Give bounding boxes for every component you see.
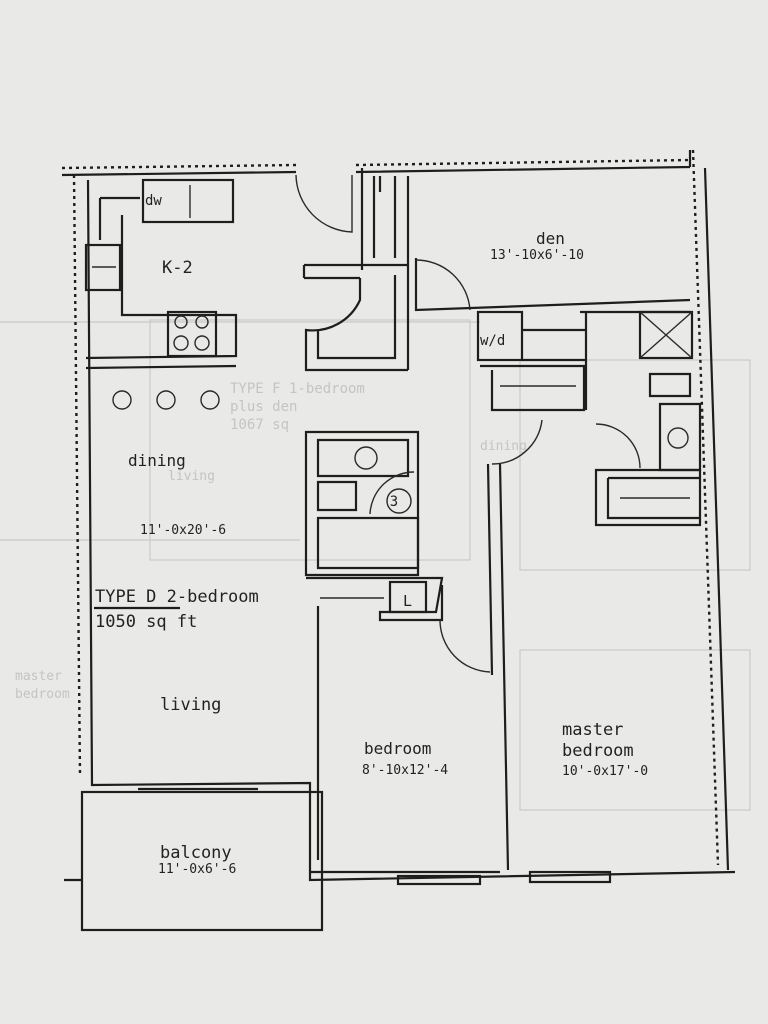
kitchen-label: K-2 bbox=[162, 258, 193, 278]
ghost-text-7: bedroom bbox=[15, 687, 70, 702]
den-label: den bbox=[536, 229, 565, 248]
bath-number: 3 bbox=[390, 494, 398, 510]
entry-closets bbox=[302, 168, 410, 372]
master-label-line2: bedroom bbox=[562, 741, 634, 761]
dining-size: 11'-0x20'-6 bbox=[140, 523, 226, 538]
ghost-text-1: TYPE F 1-bedroom bbox=[230, 381, 365, 397]
exterior-walls bbox=[61, 149, 736, 882]
master-size: 10'-0x17'-0 bbox=[562, 764, 648, 779]
bedroom-label: bedroom bbox=[364, 739, 431, 758]
dishwasher-label: dw bbox=[145, 193, 162, 209]
linen-label: L bbox=[403, 592, 412, 610]
bedroom-size: 8'-10x12'-4 bbox=[362, 763, 448, 778]
master-closet bbox=[594, 423, 702, 527]
ghost-text-4: living bbox=[168, 469, 215, 484]
balcony bbox=[64, 787, 324, 932]
balcony-label: balcony bbox=[160, 843, 232, 863]
kitchen bbox=[84, 174, 353, 410]
unit-type: TYPE D 2-bedroom bbox=[95, 587, 259, 607]
ghost-text-3: 1067 sq bbox=[230, 417, 289, 433]
ghost-text-5: dining bbox=[480, 439, 527, 454]
ghost-text-2: plus den bbox=[230, 399, 297, 415]
hall bbox=[480, 364, 702, 871]
bedroom bbox=[306, 576, 612, 886]
den bbox=[414, 258, 694, 410]
washer-dryer-label: w/d bbox=[480, 333, 505, 349]
unit-area: 1050 sq ft bbox=[95, 612, 197, 632]
master-label-line1: master bbox=[562, 720, 623, 740]
dining-label: dining bbox=[128, 451, 186, 470]
ghost-bleedthrough: TYPE F 1-bedroom plus den 1067 sq living… bbox=[0, 319, 751, 811]
balcony-size: 11'-0x6'-6 bbox=[158, 862, 236, 877]
den-size: 13'-10x6'-10 bbox=[490, 248, 584, 263]
room-labels: dw K-2 den 13'-10x6'-10 w/d dining 11'-0… bbox=[94, 193, 648, 877]
living-label: living bbox=[160, 695, 221, 715]
ghost-text-6: master bbox=[15, 669, 62, 684]
bathroom bbox=[304, 430, 420, 577]
